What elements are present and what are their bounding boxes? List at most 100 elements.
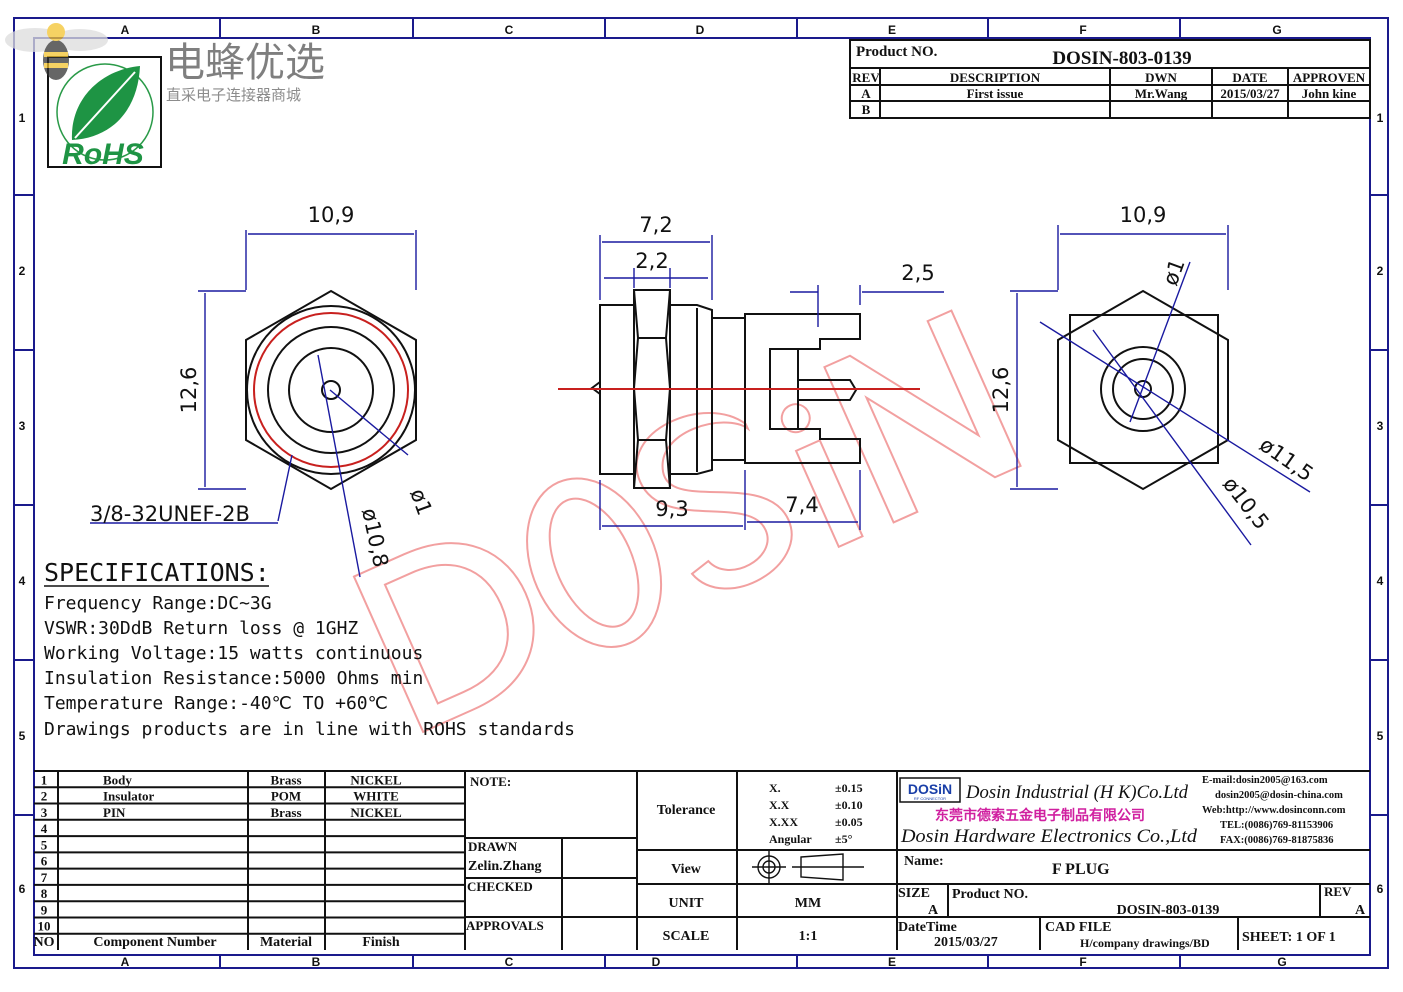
svg-text:ø1: ø1 — [405, 486, 437, 519]
bom-row-no: 8 — [41, 886, 48, 901]
svg-text:TEL:(0086)769-81153906: TEL:(0086)769-81153906 — [1220, 820, 1333, 831]
bom-row-material: Brass — [270, 772, 301, 787]
svg-text:Product NO.: Product NO. — [856, 44, 938, 60]
svg-text:G: G — [1277, 955, 1286, 969]
svg-text:John kine: John kine — [1302, 86, 1357, 101]
svg-text:Insulation Resistance:5000 Ohm: Insulation Resistance:5000 Ohms min — [44, 668, 423, 689]
bom-row-finish: NICKEL — [350, 772, 402, 787]
svg-text:G: G — [1272, 23, 1281, 37]
svg-text:ø1: ø1 — [1158, 256, 1190, 289]
bom-row-no: 10 — [38, 919, 51, 934]
svg-text:3/8-32UNEF-2B: 3/8-32UNEF-2B — [90, 502, 250, 526]
outer-border — [13, 17, 1389, 969]
projection-symbol-icon — [752, 851, 864, 883]
svg-text:±0.05: ±0.05 — [835, 815, 863, 829]
svg-text:5: 5 — [1377, 729, 1384, 743]
svg-text:Name:: Name: — [904, 854, 944, 869]
svg-text:2015/03/27: 2015/03/27 — [1220, 86, 1280, 101]
svg-text:NOTE:: NOTE: — [470, 774, 511, 789]
svg-text:7,4: 7,4 — [785, 493, 818, 517]
svg-text:3: 3 — [1377, 419, 1384, 433]
bom-row-component: Body — [103, 772, 132, 787]
svg-text:A: A — [928, 903, 939, 918]
grid-ticks — [14, 18, 1388, 968]
inner-border — [33, 37, 1371, 956]
svg-text:RF CONNECTOR: RF CONNECTOR — [914, 796, 946, 801]
svg-text:2015/03/27: 2015/03/27 — [934, 935, 998, 950]
svg-text:Frequency Range:DC~3G: Frequency Range:DC~3G — [44, 593, 272, 614]
bom-row-finish: WHITE — [353, 789, 399, 804]
svg-text:F: F — [1079, 23, 1086, 37]
svg-text:DESCRIPTION: DESCRIPTION — [950, 70, 1041, 85]
svg-text:dosin2005@dosin-china.com: dosin2005@dosin-china.com — [1215, 790, 1343, 801]
dosin-logo — [899, 777, 961, 803]
bom-grid — [34, 771, 465, 950]
svg-text:F: F — [1079, 955, 1086, 969]
bom-header: Material — [260, 935, 312, 950]
svg-text:ø10,8: ø10,8 — [357, 506, 393, 569]
svg-text:2,2: 2,2 — [635, 249, 668, 273]
svg-text:±5°: ±5° — [835, 832, 853, 846]
svg-text:电蜂优选: 电蜂优选 — [165, 40, 325, 86]
svg-text:Product NO.: Product NO. — [952, 887, 1028, 902]
svg-text:A: A — [121, 955, 130, 969]
svg-text:7,2: 7,2 — [639, 213, 672, 237]
notes-block: NOTE: DRAWN Zelin.Zhang CHECKED APPROVAL… — [464, 771, 638, 950]
svg-text:DOSIN-803-0139: DOSIN-803-0139 — [1052, 48, 1191, 69]
svg-text:D: D — [696, 23, 705, 37]
svg-text:SCALE: SCALE — [663, 929, 710, 944]
svg-text:±0.10: ±0.10 — [835, 798, 863, 812]
svg-text:Dosin Hardware Electronics Co.: Dosin Hardware Electronics Co.,Ltd — [900, 826, 1198, 847]
svg-text:4: 4 — [19, 574, 26, 588]
svg-text:A: A — [1355, 903, 1366, 918]
brand-watermark: 电蜂优选 直采电子连接器商城 — [5, 23, 325, 104]
company-block: DOSiN RF CONNECTOR Dosin Industrial (H K… — [897, 775, 1370, 950]
bom-header: Component Number — [93, 935, 216, 950]
svg-text:UNIT: UNIT — [668, 896, 704, 911]
bom-row-no: 9 — [41, 903, 48, 918]
svg-text:东莞市德索五金电子制品有限公司: 东莞市德索五金电子制品有限公司 — [935, 807, 1145, 824]
svg-text:First issue: First issue — [967, 86, 1024, 101]
svg-text:D: D — [652, 955, 661, 969]
bom-row-component: Insulator — [103, 789, 155, 804]
bom-row-finish: NICKEL — [350, 805, 402, 820]
bom-row-no: 3 — [41, 805, 48, 820]
svg-text:Zelin.Zhang: Zelin.Zhang — [468, 859, 542, 874]
svg-text:Dosin Industrial (H K)Co.Ltd: Dosin Industrial (H K)Co.Ltd — [965, 782, 1188, 803]
svg-text:5: 5 — [19, 729, 26, 743]
svg-text:B: B — [312, 955, 321, 969]
svg-text:APPROVALS: APPROVALS — [466, 918, 544, 933]
svg-text:10,9: 10,9 — [1120, 203, 1167, 227]
svg-text:DOSiN: DOSiN — [908, 781, 952, 797]
svg-text:E-mail:dosin2005@163.com: E-mail:dosin2005@163.com — [1202, 775, 1328, 786]
bom-row-no: 2 — [41, 789, 48, 804]
svg-text:E: E — [888, 955, 896, 969]
svg-text:E: E — [888, 23, 896, 37]
svg-text:±0.15: ±0.15 — [835, 781, 863, 795]
svg-text:C: C — [505, 23, 514, 37]
svg-text:VSWR:30DdB Return loss @ 1GHZ: VSWR:30DdB Return loss @ 1GHZ — [44, 618, 358, 639]
svg-text:Working Voltage:15 watts conti: Working Voltage:15 watts continuous — [44, 643, 423, 664]
svg-text:B: B — [312, 23, 321, 37]
bom-header: Finish — [362, 935, 400, 950]
svg-text:DOSIN-803-0139: DOSIN-803-0139 — [1117, 903, 1220, 918]
svg-text:X.X: X.X — [769, 798, 790, 812]
svg-text:9,3: 9,3 — [655, 497, 688, 521]
bom-row-no: 7 — [41, 870, 48, 885]
svg-text:3: 3 — [19, 419, 26, 433]
svg-text:F PLUG: F PLUG — [1052, 861, 1110, 878]
svg-text:X.: X. — [769, 781, 781, 795]
svg-text:REV: REV — [1324, 884, 1352, 899]
rohs-logo: RoHS — [47, 56, 162, 171]
bom-row-no: 6 — [41, 854, 48, 869]
svg-text:Angular: Angular — [769, 832, 812, 846]
svg-text:1: 1 — [1377, 111, 1384, 125]
back-view: 10,9 12,6 ø1 ø11,5 ø10,5 — [989, 203, 1318, 546]
svg-text:DATE: DATE — [1232, 70, 1267, 85]
svg-text:2: 2 — [19, 264, 26, 278]
svg-text:Tolerance: Tolerance — [657, 803, 716, 818]
svg-text:2,5: 2,5 — [901, 261, 934, 285]
svg-text:1:1: 1:1 — [799, 929, 818, 944]
